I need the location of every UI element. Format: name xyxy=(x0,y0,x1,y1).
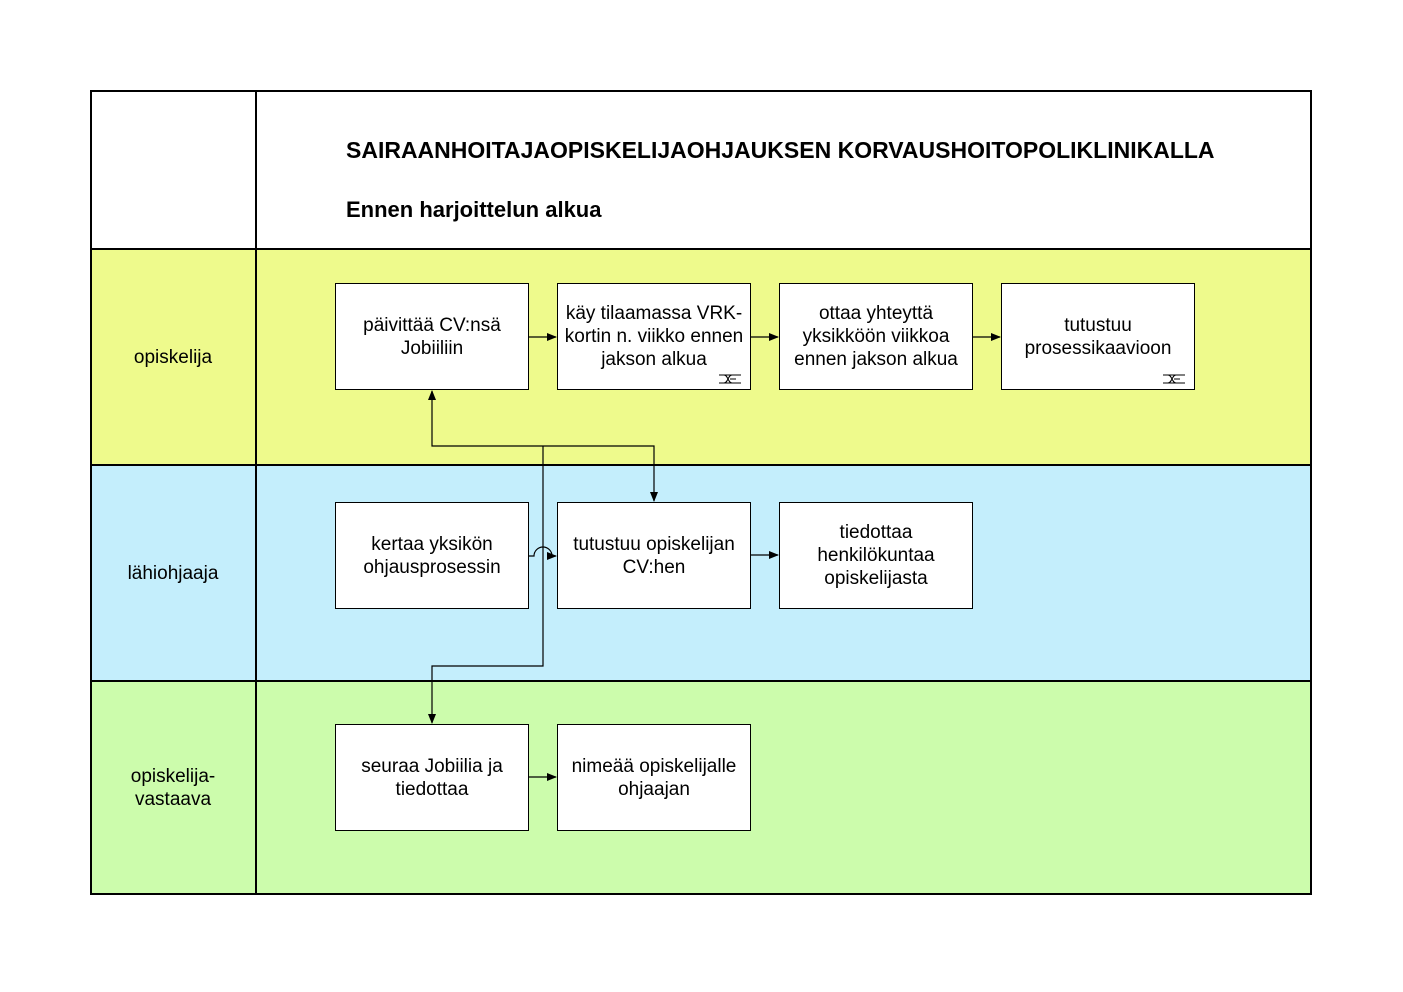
lane-label-text: opiskelija- vastaava xyxy=(130,766,216,810)
step-label: seuraa Jobiilia ja tiedottaa xyxy=(361,755,503,800)
subprocess-link-icon[interactable] xyxy=(718,372,742,386)
step-label: käy tilaamassa VRK-kortin n. viikko enne… xyxy=(564,303,744,370)
lane-label-text: opiskelija xyxy=(133,346,213,368)
subprocess-link-icon[interactable] xyxy=(1162,372,1186,386)
step-box[interactable]: tutustuu opiskelijan CV:hen xyxy=(557,502,751,609)
arrow-network-to-s6 xyxy=(543,445,658,502)
grid-lines xyxy=(90,90,1312,895)
step-box[interactable]: nimeää opiskelijalle ohjaajan xyxy=(557,724,751,831)
step-box[interactable]: seuraa Jobiilia ja tiedottaa xyxy=(335,724,529,831)
step-label: nimeää opiskelijalle ohjaajan xyxy=(571,755,737,800)
step-label: päivittää CV:nsä Jobiiliin xyxy=(363,314,501,359)
step-box[interactable]: päivittää CV:nsä Jobiiliin xyxy=(335,283,529,390)
step-box[interactable]: käy tilaamassa VRK-kortin n. viikko enne… xyxy=(557,283,751,390)
page-subtitle: Ennen harjoittelun alkua xyxy=(346,197,602,222)
step-label: tiedottaa henkilökuntaa opiskelijasta xyxy=(817,522,935,589)
arrow-network-to-s8 xyxy=(428,446,544,724)
lane-label-opiskelija: opiskelija xyxy=(90,249,256,465)
step-box[interactable]: tiedottaa henkilökuntaa opiskelijasta xyxy=(779,502,973,609)
step-label: tutustuu opiskelijan CV:hen xyxy=(573,533,735,578)
step-box[interactable]: ottaa yhteyttä yksikköön viikkoa ennen j… xyxy=(779,283,973,390)
lane-label-text: lähiohjaaja xyxy=(127,562,219,584)
step-label: tutustuu prosessikaavioon xyxy=(1024,314,1172,359)
arrow-network-to-s1 xyxy=(428,390,543,447)
header-row xyxy=(90,90,1312,249)
step-box[interactable]: tutustuu prosessikaavioon xyxy=(1001,283,1195,390)
step-label: ottaa yhteyttä yksikköön viikkoa ennen j… xyxy=(794,303,958,370)
step-box[interactable]: kertaa yksikön ohjausprosessin xyxy=(335,502,529,609)
lane-label-opiskelijavastaava: opiskelija- vastaava xyxy=(90,681,256,895)
page-title: SAIRAANHOITAJAOPISKELIJAOHJAUKSEN KORVAU… xyxy=(346,137,1215,163)
step-label: kertaa yksikön ohjausprosessin xyxy=(363,533,501,578)
lane-label-lahiohjaaja: lähiohjaaja xyxy=(90,465,256,681)
